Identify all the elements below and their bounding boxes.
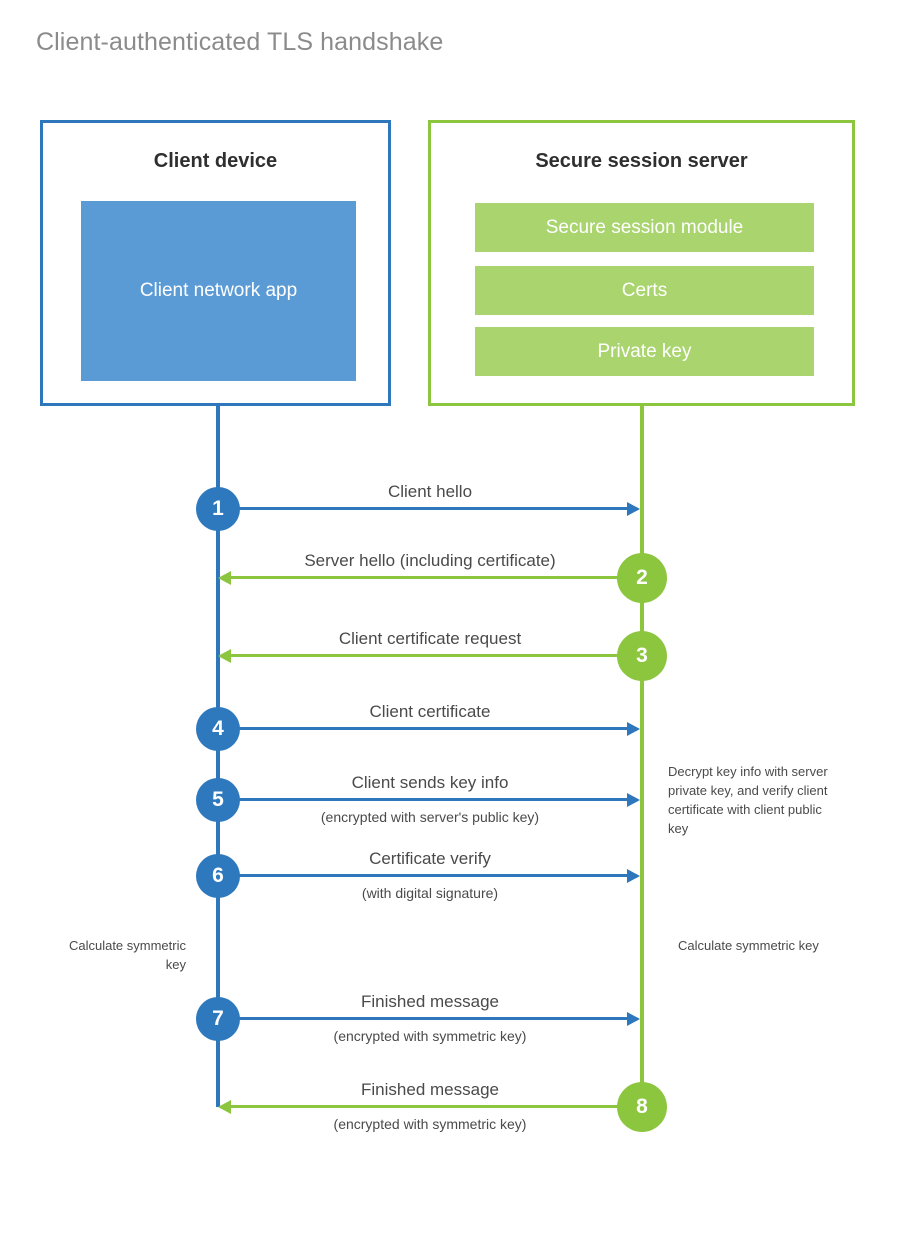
arrow-head-icon (218, 1099, 231, 1114)
message-label-8: Finished message (361, 1080, 499, 1099)
arrow-head-icon (218, 648, 231, 663)
secure-session-server-title: Secure session server (535, 150, 748, 172)
server-lifeline (640, 405, 644, 1107)
message-arrow-4 (220, 721, 640, 736)
message-label-4: Client certificate (369, 702, 491, 721)
message-arrow-6 (220, 868, 640, 883)
step-circle-7[interactable]: 7 (196, 996, 240, 1041)
client-calculate-symmetric-key-note: Calculate symmetric key (68, 938, 186, 972)
message-arrow-3 (218, 648, 642, 663)
message-sublabel-6: (with digital signature) (361, 885, 499, 901)
client-device-title: Client device (153, 150, 278, 172)
page-title: Client-authenticated TLS handshake (36, 28, 444, 56)
message-label-7: Finished message (361, 992, 499, 1011)
message-arrow-8 (218, 1099, 642, 1114)
message-sublabel-7: (encrypted with symmetric key) (333, 1028, 527, 1044)
server-component-certs: Certs (475, 266, 814, 315)
message-label-3: Client certificate request (338, 629, 522, 648)
arrow-head-icon (627, 1011, 640, 1026)
arrow-head-icon (627, 721, 640, 736)
server-component-secure-session-module: Secure session module (475, 203, 814, 252)
client-device-box: Client device Client network app (40, 120, 391, 406)
step-circle-2[interactable]: 2 (617, 552, 667, 603)
message-sublabel-5: (encrypted with server's public key) (320, 809, 540, 825)
arrow-head-icon (218, 570, 231, 585)
arrow-head-icon (627, 868, 640, 883)
step-circle-5[interactable]: 5 (196, 777, 240, 822)
message-label-1: Client hello (387, 482, 473, 501)
message-sublabel-8: (encrypted with symmetric key) (333, 1116, 527, 1132)
server-calculate-symmetric-key-note: Calculate symmetric key (678, 938, 819, 953)
message-label-5: Client sends key info (351, 773, 509, 792)
secure-session-server-box: Secure session server Secure session mod… (428, 120, 855, 406)
step-circle-3[interactable]: 3 (617, 630, 667, 681)
message-label-2: Server hello (including certificate) (304, 551, 556, 570)
server-decrypt-note: Decrypt key info with server private key… (668, 764, 828, 836)
message-label-6: Certificate verify (369, 849, 491, 868)
arrow-head-icon (627, 501, 640, 516)
client-network-app-block: Client network app (81, 201, 356, 381)
step-circle-8[interactable]: 8 (617, 1081, 667, 1132)
message-arrow-5 (220, 792, 640, 807)
arrow-head-icon (627, 792, 640, 807)
step-circle-1[interactable]: 1 (196, 486, 240, 531)
client-lifeline (216, 405, 220, 1107)
step-circle-6[interactable]: 6 (196, 853, 240, 898)
message-arrow-7 (220, 1011, 640, 1026)
server-component-private-key: Private key (475, 327, 814, 376)
message-arrow-1 (220, 501, 640, 516)
step-circle-4[interactable]: 4 (196, 706, 240, 751)
message-arrow-2 (218, 570, 642, 585)
